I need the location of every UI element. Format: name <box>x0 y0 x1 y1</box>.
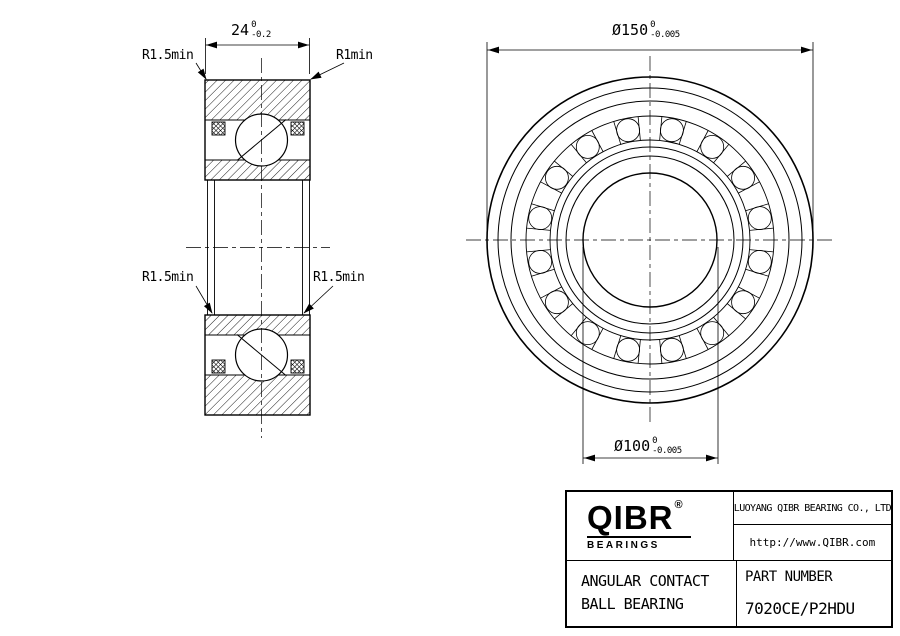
section-lower-half <box>204 314 311 416</box>
brand-logo: QIBR ® <box>587 499 733 536</box>
registered-trademark-icon: ® <box>674 499 684 511</box>
radius-label-top-right: R1min <box>336 48 373 63</box>
bore-diameter-value: Ø100 <box>614 437 651 456</box>
cage-section-left <box>211 359 226 374</box>
product-type-cell: ANGULAR CONTACT BALL BEARING <box>567 561 737 626</box>
radius-label-mid-right: R1.5min <box>313 270 365 285</box>
outer-ring-section <box>204 79 311 121</box>
front-dimensions <box>486 42 814 464</box>
company-name: LUOYANG QIBR BEARING CO., LTD <box>733 492 892 525</box>
logo-cell: QIBR ® BEARINGS <box>567 492 734 560</box>
radius-label-top-left: R1.5min <box>142 48 194 63</box>
title-block: QIBR ® BEARINGS LUOYANG QIBR BEARING CO.… <box>565 490 893 628</box>
part-number-label: PART NUMBER <box>745 569 833 585</box>
cage-section-left <box>211 121 226 136</box>
outer-ring-inner-edge <box>510 100 790 380</box>
product-type-line2: BALL BEARING <box>581 595 684 613</box>
product-type-line1: ANGULAR CONTACT <box>581 572 709 590</box>
company-website: http://www.QIBR.com <box>749 536 876 549</box>
bore-diameter-tolerance: 0 -0.005 <box>652 436 682 457</box>
outer-ring-section <box>204 374 311 416</box>
section-dimensions <box>195 38 345 317</box>
title-block-detail-row: ANGULAR CONTACT BALL BEARING PART NUMBER… <box>567 561 891 626</box>
outer-diameter-dimension: Ø150 0 -0.005 <box>612 20 680 41</box>
company-cell: LUOYANG QIBR BEARING CO., LTD http://www… <box>733 492 892 560</box>
radius-label-mid-left: R1.5min <box>142 270 194 285</box>
cage-section-right <box>290 359 305 374</box>
brand-logo-subtitle: BEARINGS <box>587 540 660 551</box>
section-upper-half <box>204 79 311 181</box>
part-number-cell: PART NUMBER 7020CE/P2HDU <box>737 561 891 626</box>
cage-pockets <box>526 116 774 364</box>
logo-divider <box>587 536 691 538</box>
width-dimension-tolerance: 0 -0.2 <box>251 20 271 41</box>
bore-diameter-dimension: Ø100 0 -0.005 <box>614 436 682 457</box>
brand-logo-text: QIBR <box>587 499 674 536</box>
outer-diameter-tolerance: 0 -0.005 <box>650 20 680 41</box>
centerlines <box>186 56 834 438</box>
section-view <box>204 79 311 416</box>
width-dimension: 24 0 -0.2 <box>231 20 271 41</box>
width-dimension-value: 24 <box>231 21 250 40</box>
outer-diameter-value: Ø150 <box>612 21 649 40</box>
title-block-header-row: QIBR ® BEARINGS LUOYANG QIBR BEARING CO.… <box>567 492 892 561</box>
part-number-value: 7020CE/P2HDU <box>745 599 855 618</box>
cage-section-right <box>290 121 305 136</box>
